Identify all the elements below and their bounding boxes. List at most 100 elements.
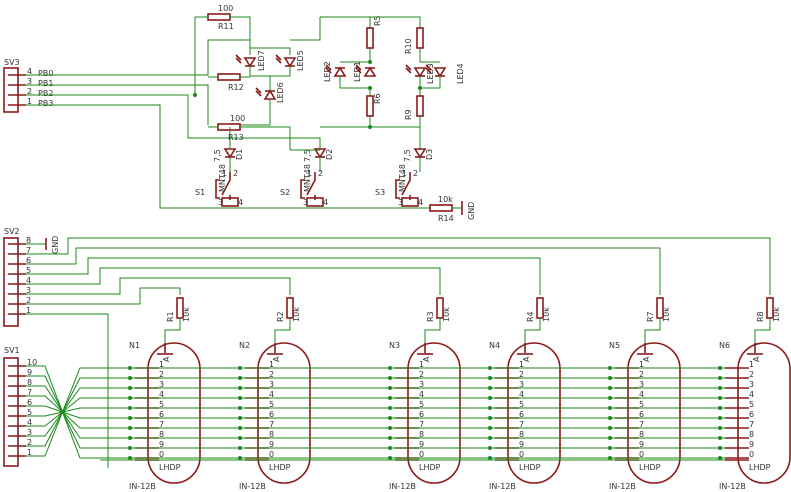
n5-tube-envelope xyxy=(627,342,681,484)
sv3-signal-label: PB0 xyxy=(38,69,53,78)
junction xyxy=(128,366,132,370)
n6-ref: N6 xyxy=(719,341,730,350)
n5-cathode-label: 2 xyxy=(639,370,644,379)
sv2-pin-number: 1 xyxy=(26,306,31,315)
n3-lhdp: LHDP xyxy=(419,463,441,472)
sv3-pin-number: 4 xyxy=(27,67,32,76)
junction xyxy=(368,125,372,129)
n3-tube-envelope xyxy=(407,342,461,484)
junction xyxy=(718,456,722,460)
junction xyxy=(388,376,392,380)
n1-tube-envelope xyxy=(147,342,201,484)
junction xyxy=(388,456,392,460)
n3-cathode-label: 7 xyxy=(419,420,424,429)
led1-symbol xyxy=(363,66,377,77)
led-arrow xyxy=(235,54,242,61)
r13-value: 100 xyxy=(230,114,245,123)
n2-resistor-value: 10k xyxy=(292,307,301,322)
led6-label: LED6 xyxy=(276,82,285,103)
sv3-connector xyxy=(3,67,19,113)
junction xyxy=(608,436,612,440)
wire xyxy=(249,40,291,55)
n5-lhdp: LHDP xyxy=(639,463,661,472)
n2-type: IN-12B xyxy=(239,482,266,491)
n6-cathode-label: 0 xyxy=(749,450,754,459)
n1-cathode-label: 8 xyxy=(159,430,164,439)
led-arrow xyxy=(425,64,432,71)
resistor-r13 xyxy=(217,123,241,131)
s3-pins xyxy=(401,197,419,207)
junction xyxy=(238,386,242,390)
n1-ref: N1 xyxy=(129,341,140,350)
switch-lever xyxy=(221,172,231,196)
led-arrow xyxy=(325,67,332,74)
junction xyxy=(488,396,492,400)
n5-cathode-label: 6 xyxy=(639,410,644,419)
s2-pins xyxy=(306,197,324,207)
junction xyxy=(388,386,392,390)
junction xyxy=(128,416,132,420)
n4-cathode-label: 2 xyxy=(519,370,524,379)
junction xyxy=(488,406,492,410)
junction xyxy=(388,416,392,420)
s2-pin3: 3 xyxy=(303,198,308,207)
led5-symbol xyxy=(283,57,297,68)
d3-name: D3 xyxy=(425,149,434,160)
junction xyxy=(128,456,132,460)
n4-anode-label: A xyxy=(522,356,531,362)
wire xyxy=(370,16,421,28)
resistor-r9 xyxy=(416,95,424,117)
led-arrow xyxy=(255,87,262,94)
junction xyxy=(718,376,722,380)
sv1-pin-number: 6 xyxy=(27,398,32,407)
r10-name: R10 xyxy=(404,38,413,54)
s1-type: MNT48 xyxy=(218,164,227,192)
led7-symbol xyxy=(243,57,257,68)
n1-anode-label: A xyxy=(162,356,171,362)
s2-pin1: 1 xyxy=(307,169,312,178)
junction xyxy=(238,436,242,440)
led3-symbol xyxy=(413,67,427,78)
s3-pin1: 1 xyxy=(402,169,407,178)
junction xyxy=(488,456,492,460)
n2-lhdp: LHDP xyxy=(269,463,291,472)
n1-lhdp: LHDP xyxy=(159,463,181,472)
wire xyxy=(164,318,181,343)
sv2-pin-number: 6 xyxy=(26,256,31,265)
sv1-pin-number: 7 xyxy=(27,388,32,397)
switch-lever xyxy=(401,172,411,196)
n3-cathode-label: 1 xyxy=(419,360,424,369)
junction xyxy=(238,426,242,430)
junction xyxy=(238,456,242,460)
wire xyxy=(240,126,291,150)
n1-type: IN-12B xyxy=(129,482,156,491)
r9-name: R9 xyxy=(404,109,413,120)
n3-cathode-label: 9 xyxy=(419,440,424,449)
n4-cathode-label: 8 xyxy=(519,430,524,439)
s2-type: MNT48 xyxy=(303,164,312,192)
n4-cathode-label: 3 xyxy=(519,380,524,389)
wire xyxy=(339,76,371,96)
junction xyxy=(193,93,197,97)
r14-value: 10k xyxy=(438,195,453,204)
n5-cathode-label: 8 xyxy=(639,430,644,439)
anode-wire xyxy=(26,313,109,468)
sv1-pin-number: 2 xyxy=(27,438,32,447)
junction xyxy=(718,386,722,390)
led-arrow xyxy=(405,64,412,71)
n1-cathode-label: 4 xyxy=(159,390,164,399)
r12-name: R12 xyxy=(228,83,244,92)
sv1-pin-number: 10 xyxy=(27,358,37,367)
r5-name: R5 xyxy=(373,15,382,26)
junction xyxy=(368,60,372,64)
anode-wire xyxy=(26,257,541,295)
sv2-pin-number: 7 xyxy=(26,246,31,255)
junction xyxy=(388,396,392,400)
wire xyxy=(240,99,271,126)
n4-resistor-value: 10k xyxy=(542,307,551,322)
s1-pin3: 3 xyxy=(218,198,223,207)
junction xyxy=(608,446,612,450)
wire xyxy=(524,318,541,343)
n4-resistor-name: R4 xyxy=(526,311,535,322)
n6-cathode-label: 2 xyxy=(749,370,754,379)
